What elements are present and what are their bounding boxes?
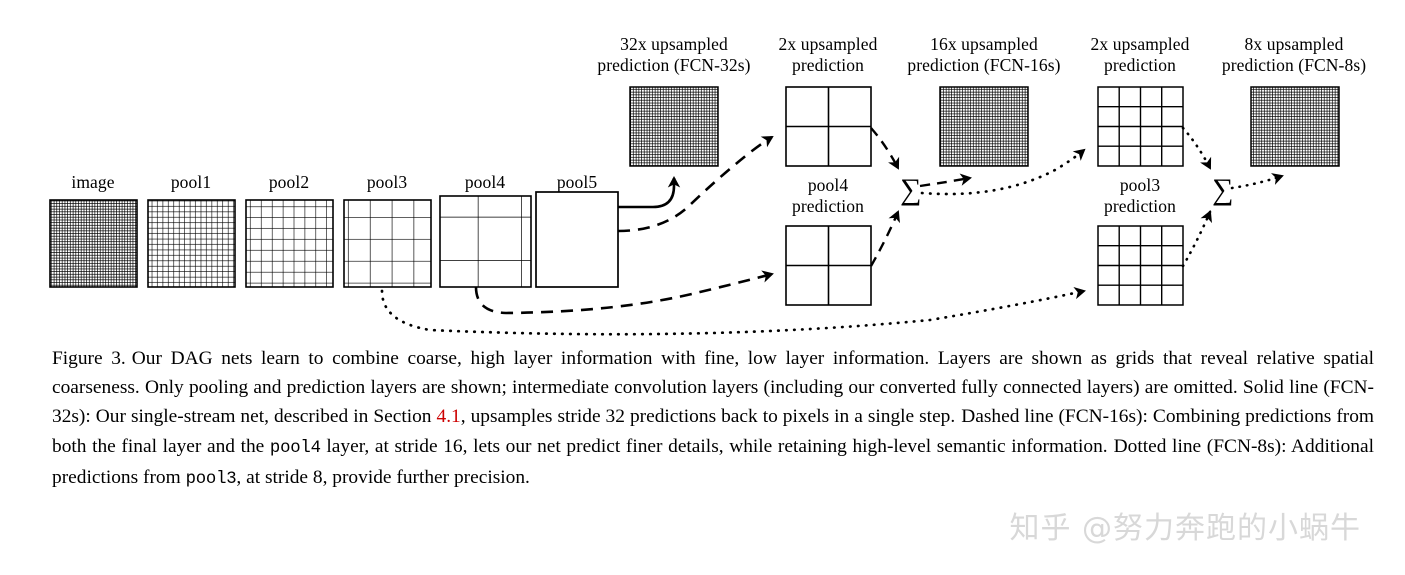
label-line1: pool4 [807, 175, 849, 195]
layer-grid-pool4 [439, 195, 532, 288]
caption-section-link[interactable]: 4.1 [436, 406, 461, 428]
grid-2x-upsampled-prediction-b [1097, 86, 1184, 167]
grid-8x-upsampled-prediction [1250, 86, 1340, 167]
label-2x-upsampled-prediction-a: 2x upsampled prediction [748, 34, 908, 76]
label-pool2: pool2 [268, 172, 310, 192]
caption-body-1: Our DAG nets learn to combine coarse, hi… [52, 348, 1374, 428]
label-line1: 16x upsampled [930, 34, 1038, 54]
edge-fcn8s-sum1-to-2x-b [920, 148, 1086, 196]
layer-grid-pool5 [535, 191, 619, 288]
edge-fcn16s-pool5-to-2x [617, 135, 774, 233]
label-pool1: pool1 [170, 172, 212, 192]
edge-fcn8s-sum2-to-8x [1230, 173, 1284, 190]
label-line1: 8x upsampled [1244, 34, 1344, 54]
label-line1: 32x upsampled [620, 34, 728, 54]
sum-junction-fcn16s: ∑ [900, 173, 921, 206]
caption-body-3: Dashed line (FCN-16s): Combining predict… [52, 406, 1375, 457]
label-line2: prediction [792, 196, 864, 216]
figure-caption: Figure 3.Our DAG nets learn to combine c… [52, 344, 1374, 494]
caption-mono-pool4: pool4 [269, 438, 321, 458]
edge-fcn16s-pool4pred-to-sum [869, 210, 900, 267]
caption-mono-pool3: pool3 [185, 469, 237, 489]
caption-body-5: Dotted line (FCN-8s): Additional predict… [52, 435, 1374, 488]
caption-figure-number: Figure 3. [52, 348, 126, 369]
grid-2x-upsampled-prediction-a [785, 86, 872, 167]
fcn-architecture-diagram: ∑ ∑ [49, 86, 1340, 336]
label-image: image [71, 172, 115, 192]
label-2x-upsampled-prediction-b: 2x upsampled prediction [1060, 34, 1220, 76]
label-line1: 2x upsampled [778, 34, 878, 54]
label-line2: prediction [1104, 196, 1176, 216]
grid-pool3-prediction [1097, 225, 1184, 306]
label-line1: 2x upsampled [1090, 34, 1190, 54]
label-pool3-prediction: pool3 prediction [1070, 175, 1210, 217]
label-line2: prediction [792, 55, 864, 75]
caption-body-6: , at stride 8, provide further precision… [236, 466, 530, 488]
label-line2: prediction [1104, 55, 1176, 75]
layer-grid-pool1 [147, 199, 236, 288]
label-line2: prediction (FCN-16s) [907, 55, 1061, 75]
layer-grid-pool3 [343, 199, 432, 288]
caption-body-2: , upsamples stride 32 predictions back t… [460, 406, 956, 428]
layer-grid-pool2 [245, 199, 334, 288]
label-16x-upsampled-prediction: 16x upsampled prediction (FCN-16s) [884, 34, 1084, 76]
edge-fcn8s-pool3-to-pool3pred [380, 286, 1086, 336]
edge-fcn8s-2xb-to-sum2 [1181, 126, 1212, 170]
layer-grid-image [49, 199, 138, 288]
svg-text:∑: ∑ [1212, 173, 1233, 206]
label-pool4-prediction: pool4 prediction [758, 175, 898, 217]
label-line2: prediction (FCN-32s) [597, 55, 751, 75]
label-pool3: pool3 [366, 172, 408, 192]
edge-fcn16s-sum-to-16x [919, 173, 972, 188]
label-32x-upsampled-prediction: 32x upsampled prediction (FCN-32s) [574, 34, 774, 76]
watermark: 知乎 @努力奔跑的小蜗牛 [1009, 511, 1361, 546]
label-8x-upsampled-prediction: 8x upsampled prediction (FCN-8s) [1196, 34, 1392, 76]
edge-fcn16s-2x-to-sum [870, 127, 900, 170]
label-pool5: pool5 [556, 172, 598, 192]
edge-fcn8s-pool3pred-to-sum2 [1181, 210, 1212, 268]
grid-16x-upsampled-prediction [939, 86, 1029, 167]
caption-body-4: layer, at stride 16, lets our net predic… [326, 435, 1108, 457]
label-line1: pool3 [1119, 175, 1161, 195]
grid-pool4-prediction [785, 225, 872, 306]
label-line2: prediction (FCN-8s) [1221, 55, 1367, 75]
sum-junction-fcn8s: ∑ [1212, 173, 1233, 206]
label-pool4: pool4 [464, 172, 506, 192]
svg-text:∑: ∑ [900, 173, 921, 206]
edge-fcn16s-pool4-to-prediction [474, 270, 774, 315]
edge-fcn32s-solid [618, 176, 681, 209]
grid-32x-upsampled-prediction [629, 86, 719, 167]
